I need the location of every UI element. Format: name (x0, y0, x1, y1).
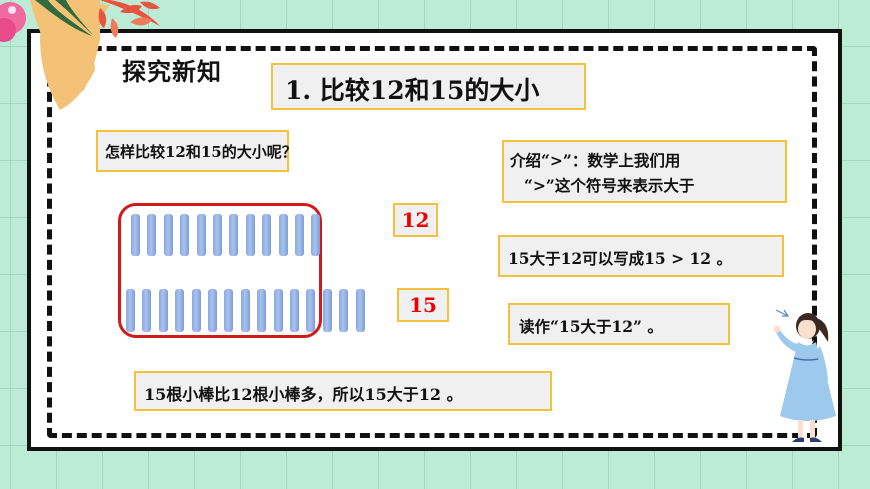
stick (175, 289, 185, 332)
stick (229, 214, 239, 256)
intro-line-1: 介绍“>”：数学上我们用 (510, 151, 681, 170)
stick (339, 289, 349, 332)
stick (126, 289, 135, 332)
stick (257, 289, 267, 332)
stick (355, 289, 365, 332)
intro-box: 介绍“>”：数学上我们用 “>”这个符号来表示大于 (502, 140, 787, 203)
stick (322, 289, 332, 332)
stick (311, 214, 321, 256)
section-title: 探究新知 (122, 58, 222, 86)
read-as-box: 读作“15大于12” 。 (508, 303, 730, 345)
stick (147, 214, 157, 256)
stick (295, 214, 304, 256)
stick (142, 289, 152, 332)
stick (224, 289, 234, 332)
question-box: 怎样比较12和15的大小呢？ (96, 130, 297, 172)
stick (290, 289, 299, 332)
write-as-box: 15大于12可以写成15 > 12 。 (498, 235, 784, 277)
dashed-border (47, 46, 817, 438)
stick (213, 214, 222, 256)
stick (306, 289, 316, 332)
stick (245, 214, 255, 256)
stick (262, 214, 272, 256)
stick (208, 289, 217, 332)
stick (158, 289, 168, 332)
stick (273, 289, 283, 332)
stick (196, 214, 206, 256)
label-12: 12 (393, 203, 438, 237)
lesson-title: 1. 比较12和15的大小 (271, 63, 586, 110)
label-15: 15 (397, 288, 449, 322)
highlight-box (118, 203, 322, 338)
stick (278, 214, 288, 256)
conclusion-box: 15根小棒比12根小棒多，所以15大于12 。 (134, 371, 552, 411)
stick (131, 214, 140, 256)
stick (240, 289, 250, 332)
stick (191, 289, 201, 332)
intro-line-2: “>”这个符号来表示大于 (524, 176, 695, 195)
stick (163, 214, 173, 256)
stick (180, 214, 190, 256)
teacher-illustration-icon (773, 309, 836, 442)
